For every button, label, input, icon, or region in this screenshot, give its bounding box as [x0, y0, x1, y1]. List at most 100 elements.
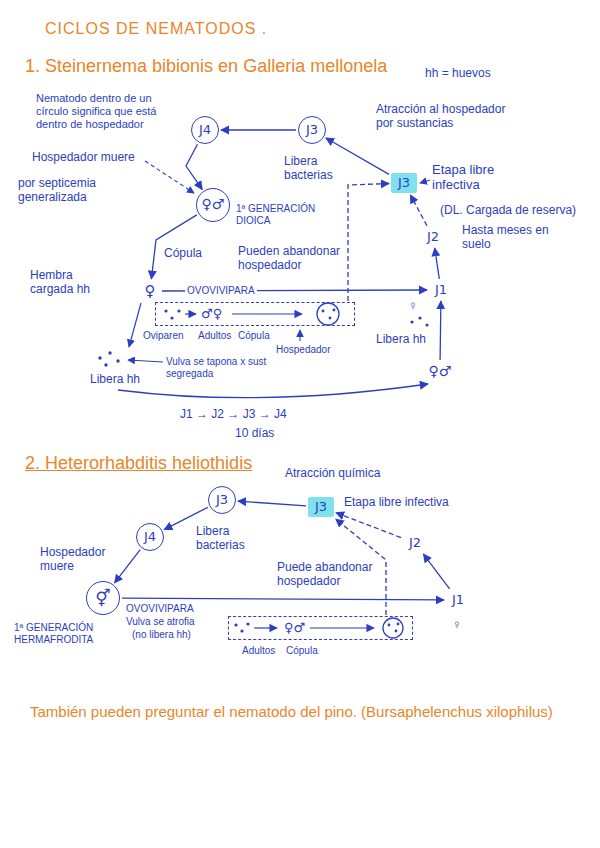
note-label: Vulva se tapona x sust segregada — [166, 356, 270, 380]
stage-sequence: J1 → J2 → J3 → J4 — [180, 407, 287, 421]
stage-arrow — [185, 313, 196, 314]
stage-label: OVOVIVIPARA — [126, 603, 194, 615]
note-label: Libera bacterias — [196, 524, 252, 552]
section-heading: 2. Heterorhabditis heliothidis — [25, 453, 252, 474]
juvenile-dot — [397, 623, 400, 626]
development-arrow — [118, 384, 428, 398]
stage-arrow — [254, 627, 277, 628]
stage-circle: J3 — [208, 486, 236, 514]
infective-stage: J3 — [308, 497, 334, 517]
leader-arrow — [128, 360, 163, 362]
stage-label: Cópula — [286, 645, 318, 657]
leader-arrow — [299, 330, 300, 341]
egg-dot — [246, 622, 249, 625]
footnote: También pueden preguntar el nematodo del… — [30, 703, 575, 721]
stage-label: Oviparen — [143, 330, 184, 342]
note-label: Vulva se atrofia — [126, 616, 195, 628]
stage-label: Hospedador — [276, 344, 330, 356]
stage-circle: J4 — [136, 523, 164, 551]
stage-text: ♀♂ — [425, 362, 456, 382]
node-text: J4 — [144, 530, 156, 544]
juvenile-dot — [388, 624, 391, 627]
generation-label: 1ª GENERACIÓN DIOICA — [236, 203, 328, 227]
node-text: ♂♀ — [201, 307, 222, 321]
juvenile-dot — [322, 310, 325, 313]
connector — [186, 144, 202, 189]
edge-label: Cópula — [162, 246, 204, 260]
note-label: Hospedador muere — [32, 150, 135, 164]
note-label: Libera hh — [376, 332, 426, 346]
infective-stage: J3 — [391, 173, 417, 193]
connector — [336, 513, 401, 538]
juvenile-dot — [395, 630, 398, 633]
note-label: Etapa libre infectiva — [432, 162, 516, 193]
note-label: Pueden abandonar hospedador — [238, 244, 343, 272]
note-label: por septicemia generalizada — [18, 176, 122, 204]
edge-label: OVOVIVIPARA — [185, 285, 257, 297]
egg-dot — [170, 316, 173, 319]
connector — [435, 248, 440, 279]
leader-arrow — [420, 180, 430, 183]
stage-text: J2 — [403, 534, 427, 552]
egg-dot — [164, 309, 167, 312]
egg-dot — [177, 309, 180, 312]
connector — [410, 195, 427, 226]
stage-text: J1 — [446, 591, 470, 609]
stage-text: J2 — [421, 228, 445, 246]
note-label: Libera bacterias — [284, 154, 340, 182]
oviparous-arrow — [129, 303, 141, 347]
note-label: Nematodo dentro de un círculo significa … — [36, 92, 186, 131]
node-text: J2 — [409, 536, 421, 550]
note-label: Atracción química — [285, 466, 380, 480]
connector — [238, 501, 306, 506]
stage-circle: J4 — [191, 116, 219, 144]
note-label: Hospedador muere — [40, 545, 112, 573]
node-text: J1 — [435, 283, 447, 297]
note-label: (DL. Cargada de reserva) — [440, 203, 576, 217]
node-text: ♀♂ — [202, 197, 225, 212]
node-text: J2 — [427, 230, 439, 244]
stage-circle: ♀♂ — [196, 188, 230, 222]
connector — [122, 598, 444, 600]
stage-circle: ⚥ — [86, 581, 120, 615]
node-text: ♀ — [145, 283, 156, 300]
stage-label: Adultos — [198, 330, 231, 342]
node-text: J3 — [216, 493, 228, 507]
note-label: Puede abandonar hospedador — [277, 560, 377, 588]
connector — [221, 129, 296, 130]
egg-dot — [240, 629, 243, 632]
egg-dot — [116, 359, 119, 362]
node-text: J3 — [398, 176, 410, 190]
stage-label: Adultos — [242, 645, 275, 657]
juvenile-dot — [333, 309, 336, 312]
host-cadaver — [383, 618, 403, 638]
connector — [326, 138, 389, 174]
egg-dot — [98, 356, 101, 359]
note-label: 10 días — [235, 426, 274, 440]
page-title: CICLOS DE NEMATODOS . — [45, 20, 267, 38]
node-text: ♀♂ — [284, 621, 305, 635]
stage-text: J1 — [429, 281, 453, 299]
stage-label: Cópula — [238, 330, 270, 342]
host-cadaver — [317, 303, 339, 325]
egg-dot — [108, 351, 111, 354]
node-text: ⚥ — [95, 589, 110, 608]
stage-circle: J3 — [298, 116, 326, 144]
stage-arrow — [310, 627, 374, 628]
node-text: J4 — [199, 123, 211, 137]
generation-label: 1ª GENERACIÓN HERMAFRODITA — [14, 622, 114, 646]
egg-dot — [425, 323, 428, 326]
note-label: hh = huevos — [425, 66, 491, 80]
egg-dot — [104, 363, 107, 366]
stage-text: ♀ — [140, 281, 160, 302]
section-heading: 1. Steinernema bibionis en Galleria mell… — [25, 56, 387, 77]
node-text: ♀♂ — [429, 364, 452, 379]
note-label: Libera hh — [90, 372, 140, 386]
egg-dot — [418, 316, 421, 319]
note-label: Etapa libre infectiva — [344, 495, 449, 509]
connector — [423, 554, 449, 589]
connector — [439, 301, 441, 360]
connector — [115, 550, 141, 583]
host-box: ♂♀ — [155, 302, 355, 326]
